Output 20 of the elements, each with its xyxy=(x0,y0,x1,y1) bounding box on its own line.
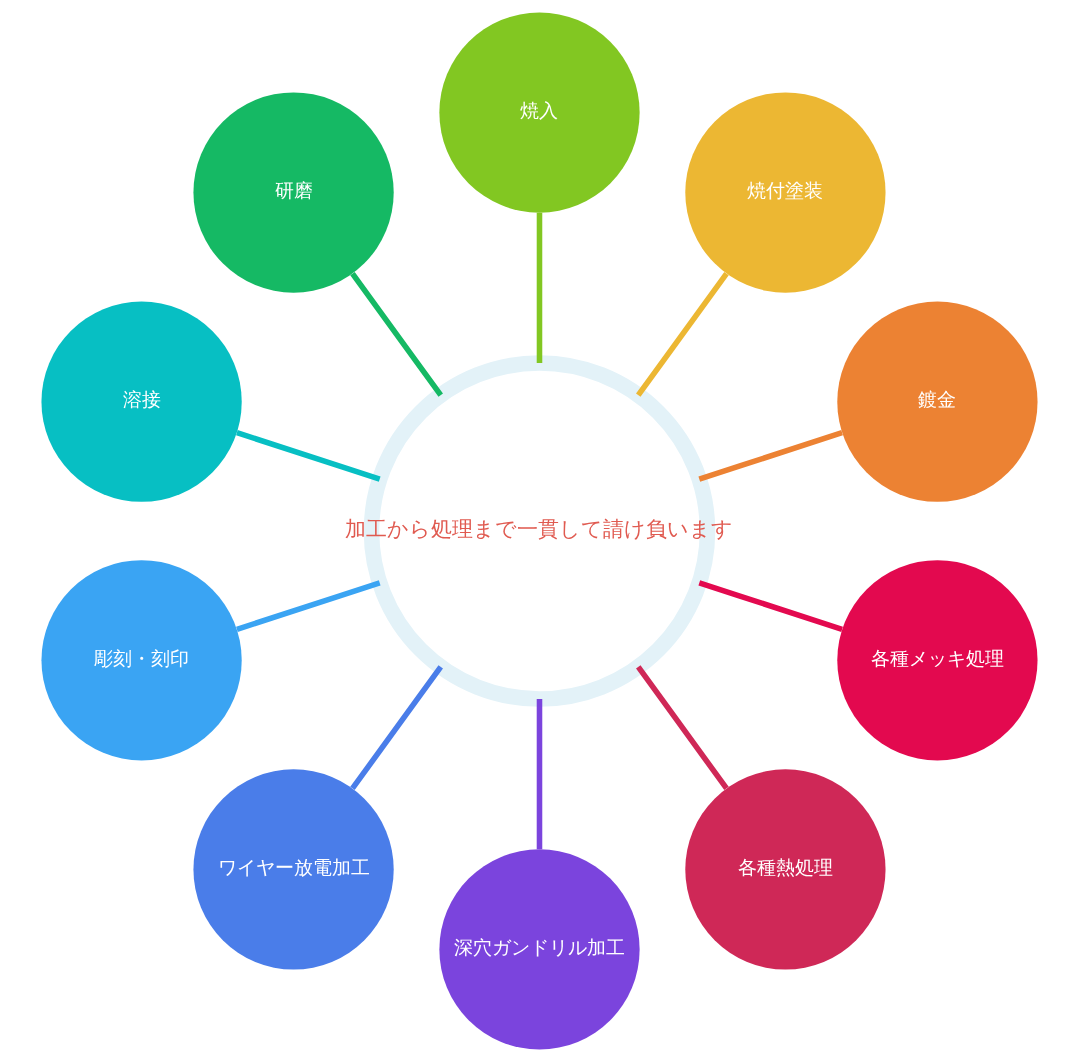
connector xyxy=(235,580,381,632)
connector xyxy=(349,271,443,397)
connector xyxy=(235,430,381,482)
node-circle: 溶接 xyxy=(40,301,242,502)
connector xyxy=(697,430,843,482)
node-circle: 焼入 xyxy=(438,12,640,213)
node-circle: 彫刻・刻印 xyxy=(40,560,242,761)
connector xyxy=(635,665,729,791)
node-circle: 焼付塗装 xyxy=(684,92,886,293)
node-circle: 研磨 xyxy=(192,92,394,293)
connector xyxy=(349,665,443,791)
connector xyxy=(697,580,843,632)
node-circle: 深穴ガンドリル加工 xyxy=(438,849,640,1050)
node-circle: 各種熱処理 xyxy=(684,769,886,970)
connector xyxy=(635,271,729,397)
node-circle: ワイヤー放電加工 xyxy=(192,769,394,970)
node-circle: 鍍金 xyxy=(836,301,1038,502)
connector xyxy=(536,212,542,363)
connector xyxy=(536,699,542,850)
node-circle: 各種メッキ処理 xyxy=(836,560,1038,761)
